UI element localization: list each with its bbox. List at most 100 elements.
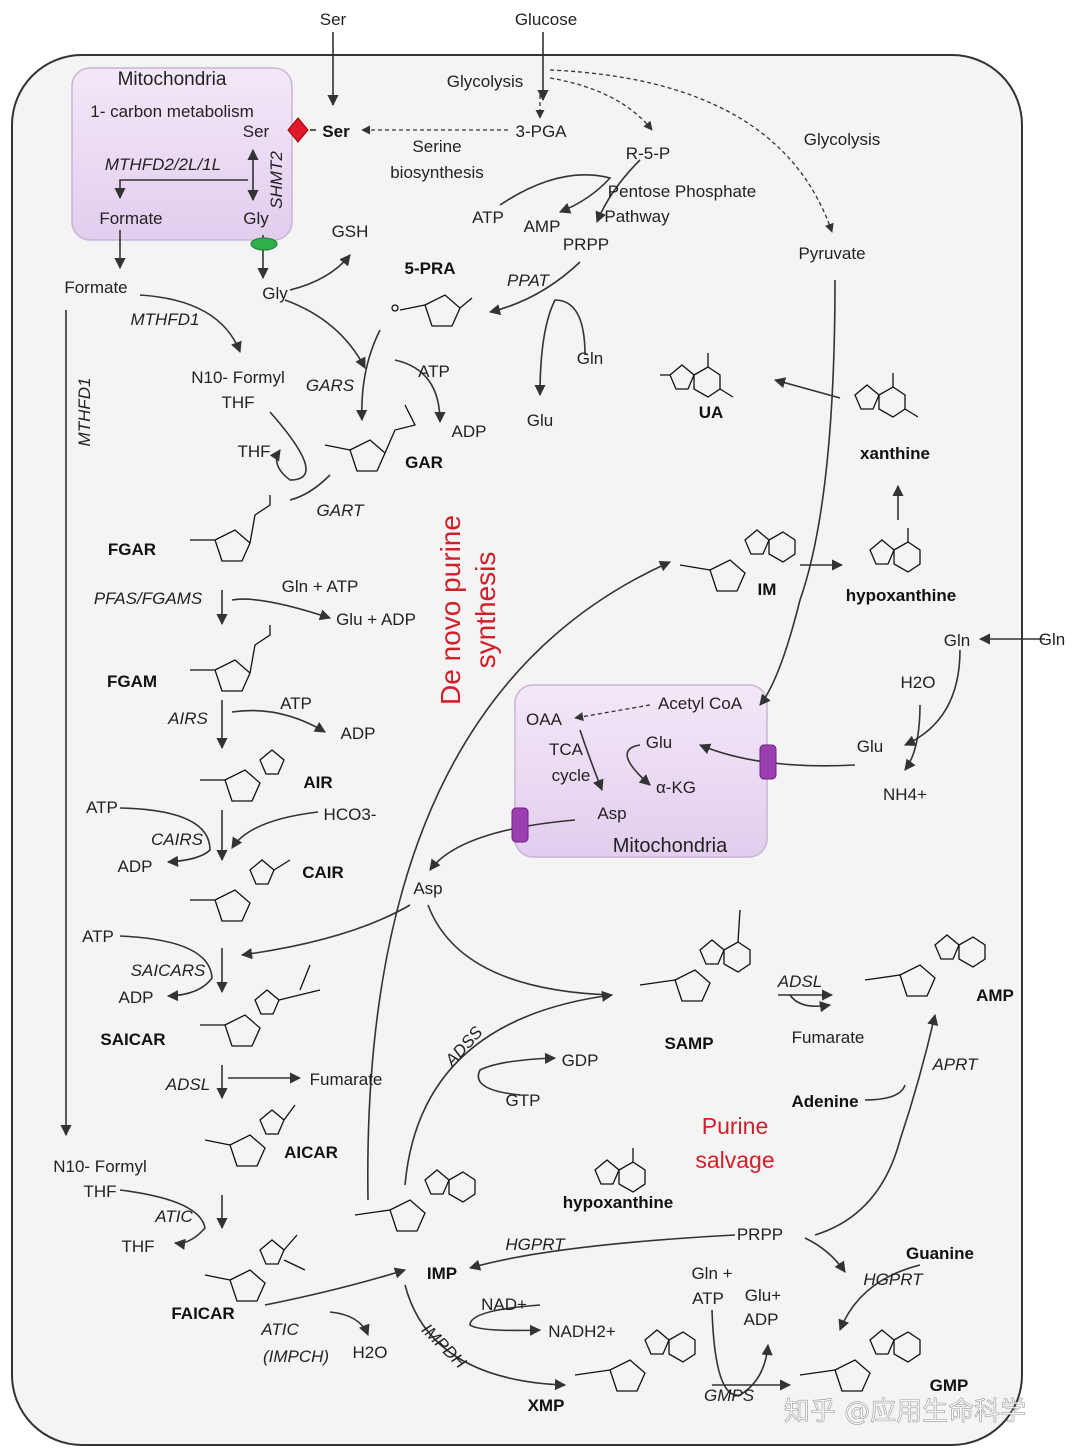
n10-formyl-thf-2-label: N10- Formyl	[53, 1157, 147, 1176]
3-pga-label: 3-PGA	[515, 122, 567, 141]
atic-2b-enzyme-label: (IMPCH)	[263, 1347, 329, 1366]
atp-ppp-label: ATP	[472, 208, 504, 227]
ppp-label-1: Pentose Phosphate	[608, 182, 756, 201]
pathway-arrows	[60, 32, 1045, 1396]
adp-gars-label: ADP	[452, 422, 487, 441]
gly-mito-label: Gly	[243, 209, 269, 228]
gln-atp-pfas-label: Gln + ATP	[282, 577, 359, 596]
gar-label: GAR	[405, 453, 443, 472]
xmp-label: XMP	[528, 1396, 565, 1415]
faicar-structure	[204, 1234, 306, 1302]
ser-cyto-label: Ser	[322, 122, 350, 141]
mthfd1-enzyme-label-b: MTHFD1	[75, 378, 94, 447]
aprt-enzyme-label: APRT	[931, 1055, 979, 1074]
xanthine-structure	[854, 373, 919, 418]
amp-ppp-label: AMP	[524, 217, 561, 236]
amp-structure	[864, 934, 986, 997]
imp-structure	[354, 1169, 476, 1232]
imp-label: IMP	[427, 1264, 457, 1283]
ppat-enzyme-label: PPAT	[507, 271, 550, 290]
atp-cairs-label: ATP	[86, 798, 118, 817]
asp-mito-label: Asp	[597, 804, 626, 823]
gln-ppat-label: Gln	[577, 349, 603, 368]
glu-transporter-icon	[759, 744, 777, 780]
nad-label: NAD+	[481, 1295, 527, 1314]
adp-cairs-label: ADP	[118, 857, 153, 876]
serine-biosynthesis-label-1: Serine	[412, 137, 461, 156]
salvage-title-line2: salvage	[695, 1147, 774, 1173]
gart-enzyme-label: GART	[317, 501, 366, 520]
formate-cyto-label: Formate	[64, 278, 127, 297]
hgprt-1-enzyme-label: HGPRT	[505, 1235, 566, 1254]
formate-mito-label: Formate	[99, 209, 162, 228]
tca-label-1: TCA	[549, 740, 584, 759]
glycolysis-top-label: Glycolysis	[447, 72, 524, 91]
nh4-label: NH4+	[883, 785, 927, 804]
hgprt-2-enzyme-label: HGPRT	[863, 1270, 924, 1289]
atp-saicars-label: ATP	[82, 927, 114, 946]
aicar-label: AICAR	[284, 1143, 338, 1162]
mthfd1-enzyme-label-a: MTHFD1	[131, 310, 200, 329]
mitochondria-top-label: Mitochondria	[118, 69, 227, 90]
mthfd2-enzyme-label: MTHFD2/2L/1L	[105, 155, 221, 174]
fgar-structure	[190, 495, 271, 562]
shmt2-enzyme-label: SHMT2	[267, 151, 286, 209]
aicar-structure	[204, 1104, 296, 1167]
saicar-structure	[200, 964, 321, 1047]
gln-atp-gmps-label-2: ATP	[692, 1289, 724, 1308]
samp-label: SAMP	[664, 1034, 713, 1053]
gln-outside-label: Gln	[1039, 630, 1065, 649]
amp-label: AMP	[976, 986, 1014, 1005]
pyruvate-label: Pyruvate	[798, 244, 865, 263]
xmp-structure	[574, 1329, 696, 1392]
n10-formyl-thf-2b-label: THF	[83, 1182, 116, 1201]
fgam-label: FGAM	[107, 672, 157, 691]
gln-atp-gmps-label-1: Gln +	[691, 1264, 732, 1283]
ser-outside-label: Ser	[320, 10, 347, 29]
akg-label: α-KG	[656, 778, 696, 797]
serine-biosynthesis-label-2: biosynthesis	[390, 163, 484, 182]
acetyl-coa-label: Acetyl CoA	[658, 694, 743, 713]
tca-label-2: cycle	[552, 766, 591, 785]
asp-transporter-icon	[511, 807, 529, 843]
salvage-title-line1: Purine	[702, 1113, 768, 1139]
adenine-label: Adenine	[791, 1092, 858, 1111]
adsl-1-enzyme-label: ADSL	[165, 1075, 210, 1094]
mitochondria-top-box	[71, 67, 293, 241]
fumarate-adsl1-label: Fumarate	[310, 1070, 383, 1089]
hypoxanthine-salvage-label: hypoxanthine	[563, 1193, 674, 1212]
asp-cyto-label: Asp	[413, 879, 442, 898]
gmp-structure	[799, 1329, 921, 1392]
gly-transporter-icon	[250, 237, 278, 251]
ser-transporter-icon	[287, 117, 309, 143]
hypoxanthine-top-label: hypoxanthine	[846, 586, 957, 605]
de-novo-title-line2: synthesis	[470, 552, 501, 669]
gdp-label: GDP	[562, 1051, 599, 1070]
ppp-label-2: Pathway	[604, 207, 670, 226]
5-pra-structure	[391, 294, 473, 327]
gtp-label: GTP	[506, 1091, 541, 1110]
samp-structure	[639, 909, 751, 1002]
ser-mito-label: Ser	[243, 122, 270, 141]
gar-structure	[324, 404, 416, 472]
ua-structure	[660, 353, 734, 398]
glycolysis-right-label: Glycolysis	[804, 130, 881, 149]
de-novo-title-line1: De novo purine	[435, 515, 466, 705]
gmps-enzyme-label: GMPS	[704, 1386, 755, 1405]
hypoxanthine-top-structure	[869, 528, 921, 573]
n10-formyl-thf-1b-label: THF	[221, 393, 254, 412]
glu-ppat-label: Glu	[527, 411, 553, 430]
im-structure	[679, 529, 796, 592]
prpp-top-label: PRPP	[563, 235, 609, 254]
adp-airs-label: ADP	[341, 724, 376, 743]
gmp-label: GMP	[930, 1376, 969, 1395]
hypoxanthine-salvage-structure	[594, 1148, 646, 1193]
im-label: IM	[758, 580, 777, 599]
gsh-label: GSH	[332, 222, 369, 241]
h2o-right-label: H2O	[901, 673, 936, 692]
glu-mito-label: Glu	[646, 733, 672, 752]
watermark-text: 知乎 @应用生命科学	[784, 1397, 1026, 1427]
thf-2-label: THF	[121, 1237, 154, 1256]
mitochondria-bottom-label: Mitochondria	[613, 835, 728, 857]
